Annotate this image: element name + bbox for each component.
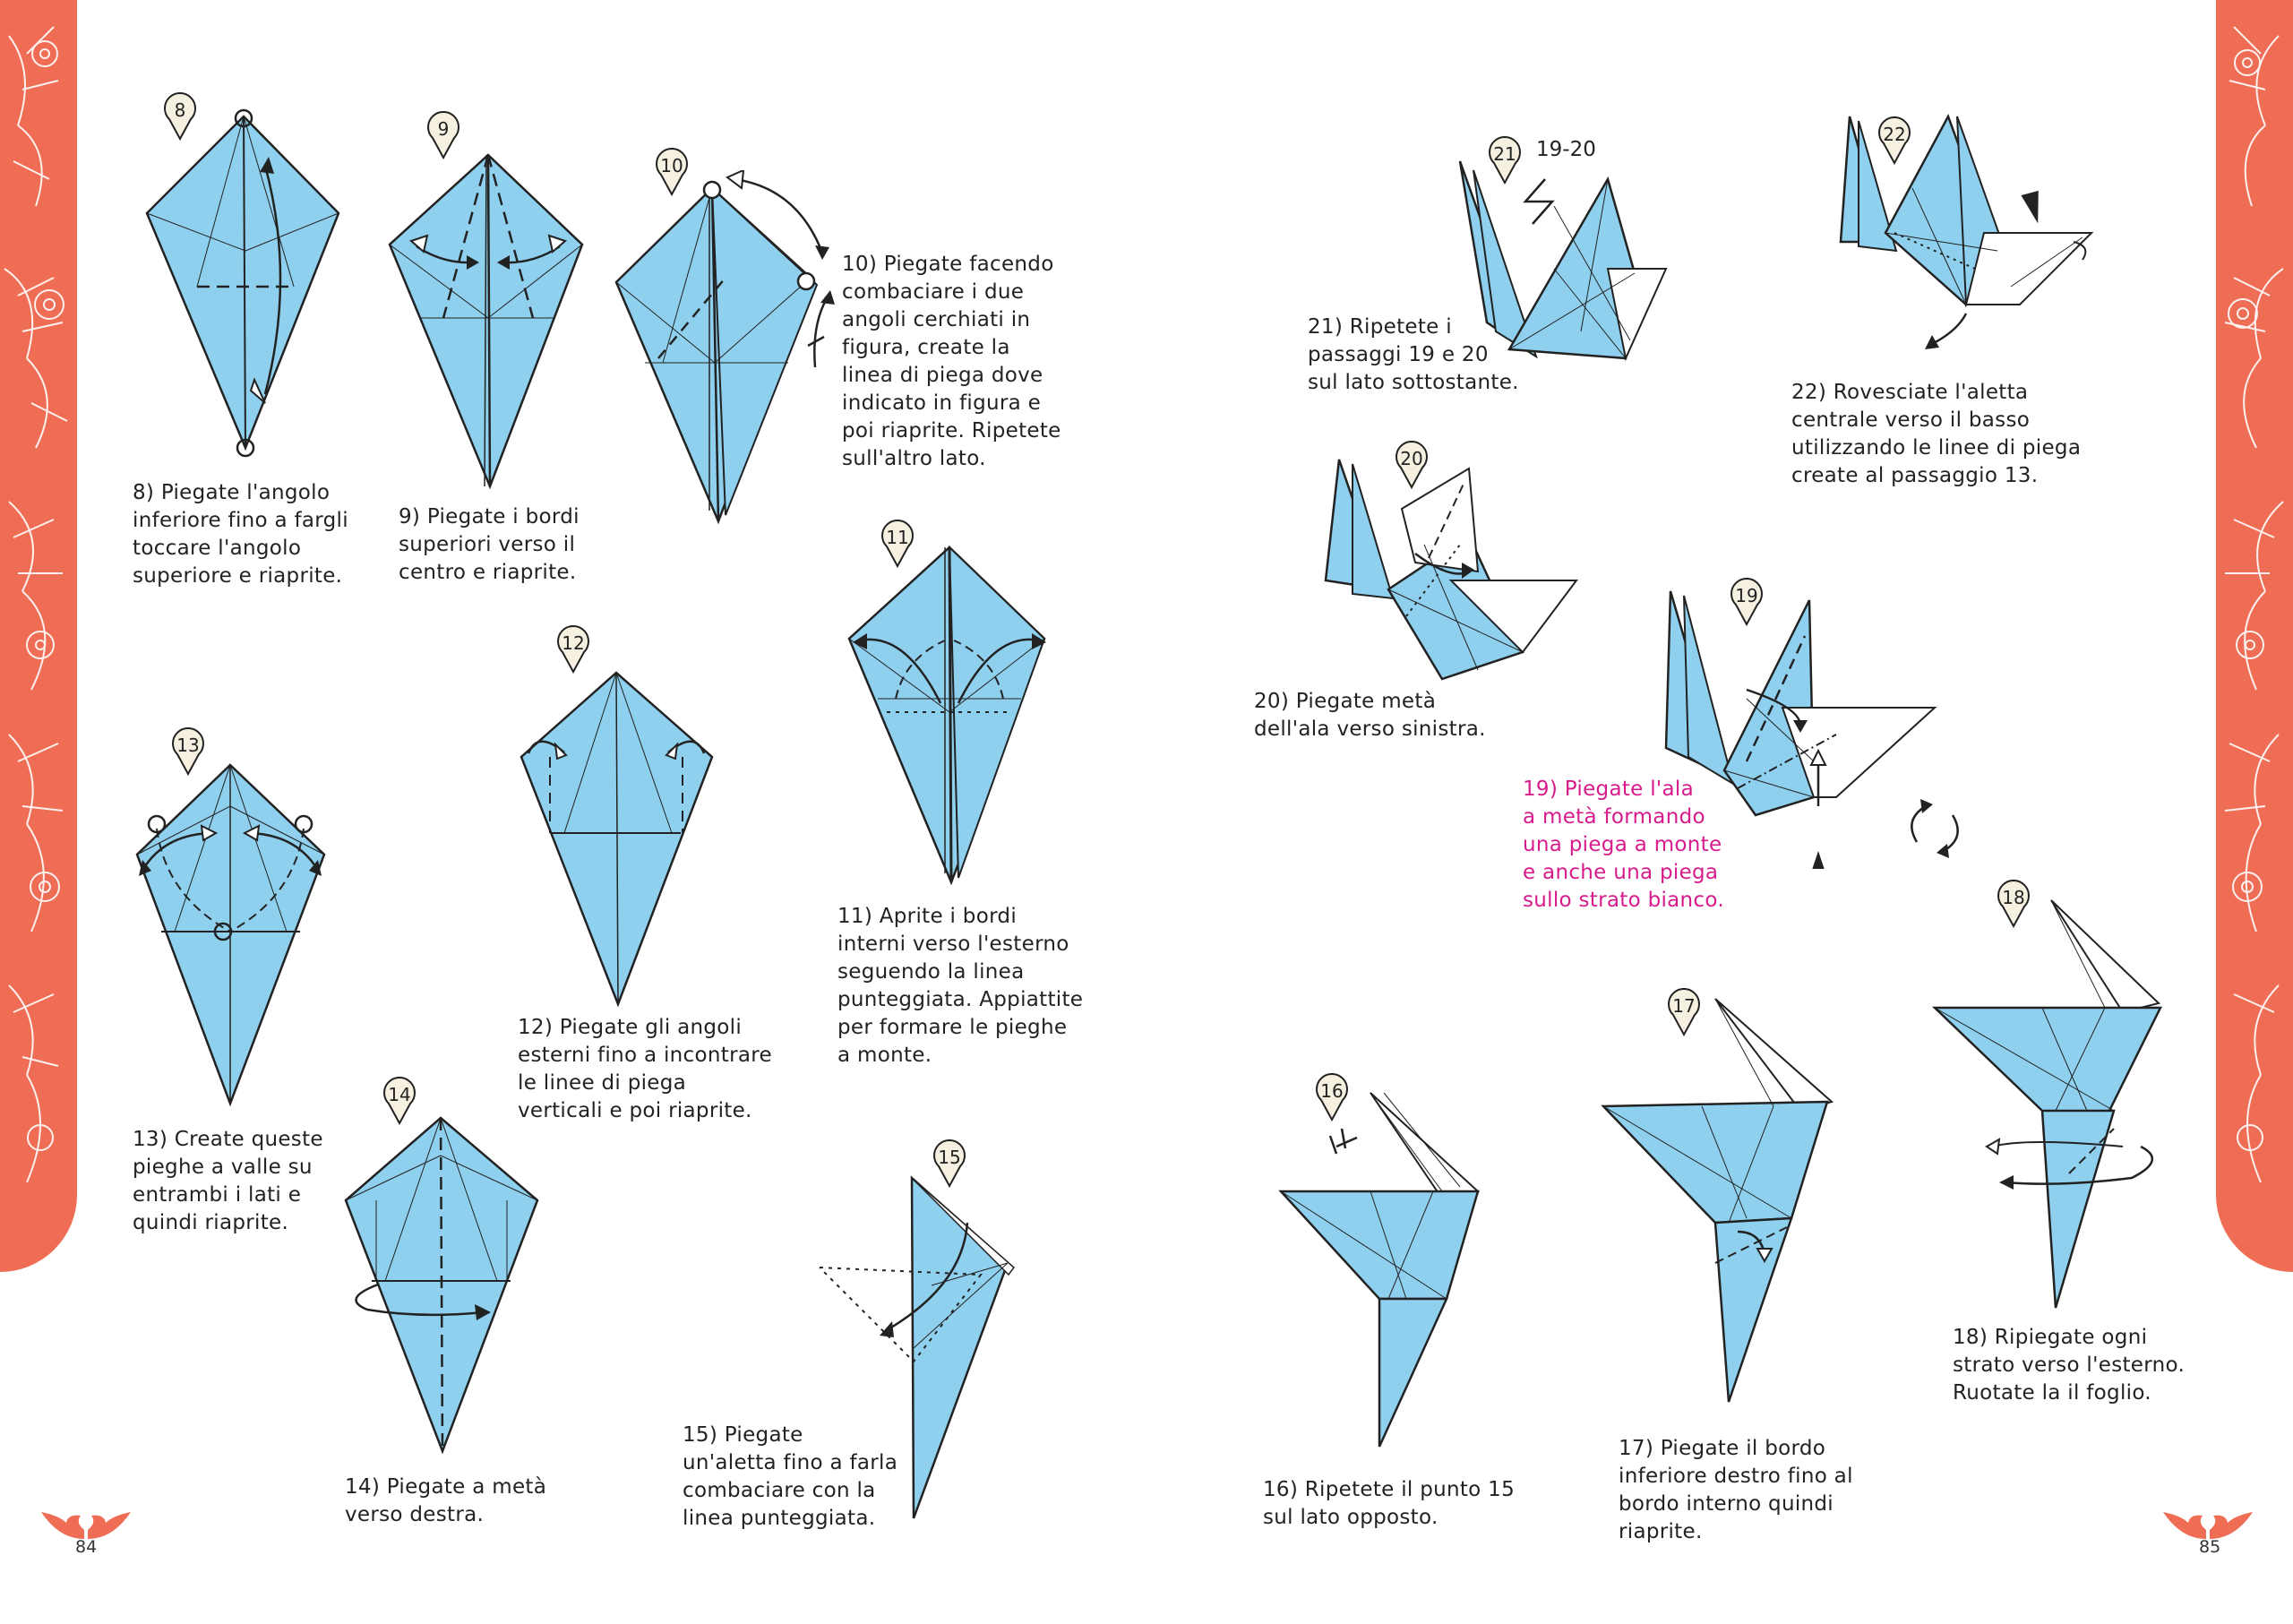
step-marker-9: 9: [425, 111, 461, 159]
step-22-caption: 22) Rovesciate l'aletta centrale verso i…: [1791, 381, 2082, 487]
step-marker-11: 11: [880, 520, 915, 568]
step-marker-18: 18: [1996, 880, 2031, 928]
step-12-caption: 12) Piegate gli angoli esterni fino a in…: [518, 1016, 772, 1122]
diagram-step-21: [1458, 160, 1668, 362]
step-21-reference: 19-20: [1536, 138, 1596, 161]
step-number: 12: [562, 632, 585, 654]
step-number: 15: [938, 1147, 961, 1168]
step-number: 10: [660, 155, 683, 176]
step-21-caption: 21) Ripetete i passaggi 19 e 20 sul lato…: [1308, 315, 1519, 394]
step-number: 20: [1400, 448, 1423, 469]
diagram-step-11: [847, 545, 1046, 886]
step-number: 19: [1735, 585, 1758, 606]
diagram-step-8: [145, 108, 340, 458]
step-15-caption: 15) Piegate un'aletta fino a farla comba…: [683, 1423, 898, 1530]
floral-pattern-right: [2224, 26, 2284, 1183]
step-marker-16: 16: [1314, 1073, 1350, 1121]
step-number: 8: [174, 99, 186, 121]
step-number: 17: [1672, 995, 1696, 1017]
step-number: 16: [1320, 1080, 1344, 1102]
step-marker-12: 12: [555, 625, 591, 674]
diagram-step-16: [1278, 1092, 1481, 1448]
diagram-step-22: [1839, 113, 2094, 349]
step-number: 21: [1493, 143, 1516, 165]
wings-ornament-right: [2163, 1512, 2253, 1539]
step-9-caption: 9) Piegate i bordi superiori verso il ce…: [399, 505, 580, 584]
step-20-caption: 20) Piegate metà dell'ala verso sinistra…: [1254, 690, 1486, 741]
diagram-step-10: [614, 170, 835, 525]
step-11-caption: 11) Aprite i bordi interni verso l'ester…: [837, 905, 1084, 1067]
step-number: 11: [886, 527, 909, 548]
decorative-band-right: [2216, 0, 2293, 1272]
step-marker-21: 21: [1487, 136, 1523, 185]
step-18-caption: 18) Ripiegate ogni strato verso l'estern…: [1953, 1326, 2186, 1405]
step-number: 14: [388, 1084, 411, 1105]
step-13-caption: 13) Create queste pieghe a valle su entr…: [133, 1128, 323, 1234]
step-8-caption: 8) Piegate l'angolo inferiore fino a far…: [133, 481, 348, 588]
step-14-caption: 14) Piegate a metà verso destra.: [345, 1475, 547, 1526]
diagram-step-13: [135, 763, 326, 1107]
floral-pattern-left: [4, 26, 68, 1183]
page-number-left: 84: [75, 1537, 98, 1557]
step-number: 9: [437, 118, 450, 140]
diagram-step-18: [1931, 899, 2163, 1309]
diagram-step-9: [388, 153, 584, 490]
step-marker-8: 8: [162, 92, 198, 141]
diagram-step-19: [1664, 590, 1937, 869]
page-number-right: 85: [2199, 1537, 2221, 1557]
diagram-step-12: [520, 671, 714, 1008]
step-number: 13: [176, 735, 200, 756]
step-marker-13: 13: [170, 727, 206, 776]
step-marker-14: 14: [382, 1077, 417, 1125]
step-marker-10: 10: [654, 148, 690, 196]
step-marker-22: 22: [1876, 116, 1912, 165]
step-number: 22: [1883, 124, 1906, 145]
step-marker-17: 17: [1666, 988, 1702, 1036]
step-marker-19: 19: [1729, 578, 1765, 626]
diagram-step-14: [344, 1116, 539, 1455]
step-19-caption: 19) Piegate l'ala a metà formando una pi…: [1523, 778, 1724, 912]
diagram-step-20: [1324, 459, 1578, 681]
step-marker-20: 20: [1394, 441, 1430, 489]
diagram-step-15: [819, 1175, 1016, 1519]
decorative-band-left: [0, 0, 77, 1272]
turn-over-icon: [1911, 799, 1959, 858]
step-number: 18: [2002, 887, 2025, 908]
diagram-step-17: [1601, 998, 1834, 1403]
step-marker-15: 15: [932, 1139, 967, 1188]
step-16-caption: 16) Ripetete il punto 15 sul lato oppost…: [1263, 1478, 1516, 1529]
wings-ornament-left: [41, 1512, 131, 1539]
step-17-caption: 17) Piegate il bordo inferiore destro fi…: [1619, 1437, 1853, 1543]
step-10-caption: 10) Piegate facendo combaciare i due ang…: [842, 253, 1061, 470]
